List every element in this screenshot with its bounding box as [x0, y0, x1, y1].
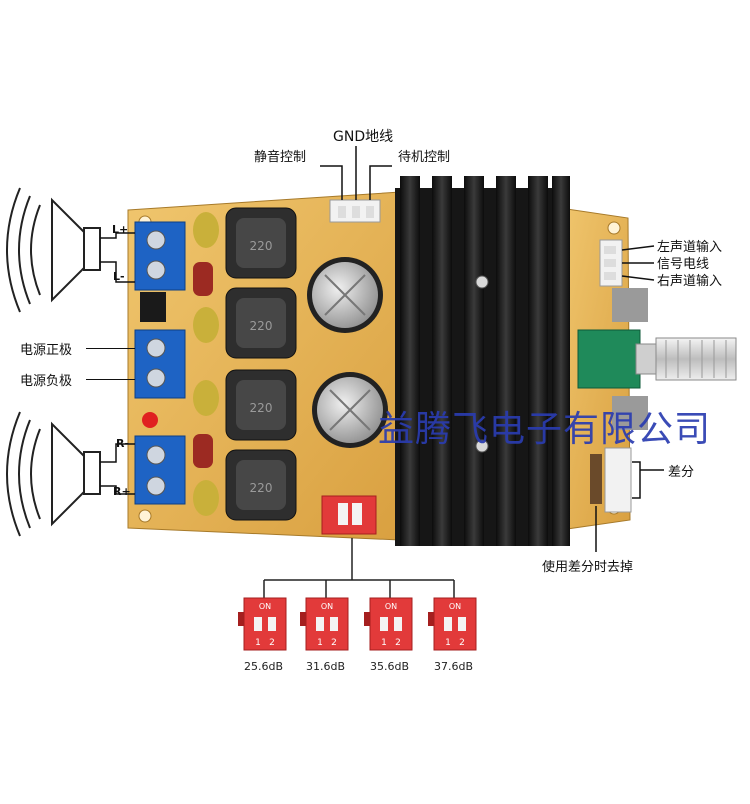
dip-2-pos1: 1 — [317, 638, 323, 648]
inductor-mark-2: 220 — [250, 319, 273, 333]
label-mute-control: 静音控制 — [254, 150, 307, 165]
label-r-minus: R- — [116, 437, 130, 450]
dip-example-3 — [364, 597, 413, 651]
label-left-channel-input: 左声道输入 — [657, 240, 723, 255]
dip-example-2 — [300, 597, 349, 651]
dip-2-gain: 31.6dB — [306, 660, 346, 673]
power-negative-leader — [86, 379, 135, 380]
dip-3-pos2: 2 — [395, 638, 401, 648]
dip-4-pos2: 2 — [459, 638, 465, 648]
dip-1-pos1: 1 — [255, 638, 261, 648]
label-standby-control: 待机控制 — [398, 150, 451, 165]
terminal-left-speaker — [134, 221, 186, 291]
dip-3-pos1: 1 — [381, 638, 387, 648]
dip-4-on: ON — [449, 602, 461, 611]
inductor-4 — [225, 449, 297, 521]
label-differential: 差分 — [668, 465, 695, 480]
dip-1-on: ON — [259, 602, 271, 611]
dip-2-pos2: 2 — [331, 638, 337, 648]
inductor-mark-3: 220 — [250, 401, 273, 415]
label-l-plus: L+ — [112, 223, 129, 236]
label-right-channel-input: 右声道输入 — [657, 274, 723, 289]
dip-1-gain: 25.6dB — [244, 660, 284, 673]
power-positive-leader — [86, 348, 135, 349]
dip-4-pos1: 1 — [445, 638, 451, 648]
terminal-right-speaker — [134, 435, 186, 505]
label-gnd: GND地线 — [333, 129, 394, 145]
heatsink — [395, 176, 570, 546]
terminal-power — [134, 329, 186, 399]
label-r-plus: R+ — [113, 485, 131, 498]
capacitor-bottom — [312, 372, 388, 448]
dip-3-gain: 35.6dB — [370, 660, 410, 673]
differential-connector — [590, 447, 664, 552]
label-remove-when-differential: 使用差分时去掉 — [542, 560, 634, 575]
inductor-3 — [225, 369, 297, 441]
dip-3-on: ON — [385, 602, 397, 611]
top-connector — [329, 199, 381, 223]
dip-4-gain: 37.6dB — [434, 660, 474, 673]
right-leader-lines — [621, 245, 655, 281]
watermark-company: 益腾飞电子有限公司 — [378, 409, 712, 450]
inductor-mark-4: 220 — [250, 481, 273, 495]
label-signal-ground: 信号电线 — [657, 257, 710, 272]
dip-example-4 — [428, 597, 477, 651]
inductor-mark-1: 220 — [250, 239, 273, 253]
speaker-right-icon — [6, 411, 101, 537]
right-input-connector — [599, 239, 623, 287]
inductor-1 — [225, 207, 297, 279]
top-leader-lines — [320, 146, 392, 200]
inductor-2 — [225, 287, 297, 359]
dip-1-pos2: 2 — [269, 638, 275, 648]
label-l-minus: L- — [113, 270, 125, 283]
small-components — [140, 212, 219, 516]
board-dip-switch — [321, 495, 377, 535]
volume-potentiometer — [577, 288, 737, 430]
label-power-negative: 电源负极 — [20, 374, 73, 389]
dip-example-1 — [238, 597, 287, 651]
speaker-wires — [100, 232, 135, 495]
dip-tree-lines — [263, 538, 455, 598]
dip-2-on: ON — [321, 602, 333, 611]
speaker-left-icon — [6, 187, 101, 313]
label-power-positive: 电源正极 — [20, 343, 73, 358]
capacitor-top — [307, 257, 383, 333]
